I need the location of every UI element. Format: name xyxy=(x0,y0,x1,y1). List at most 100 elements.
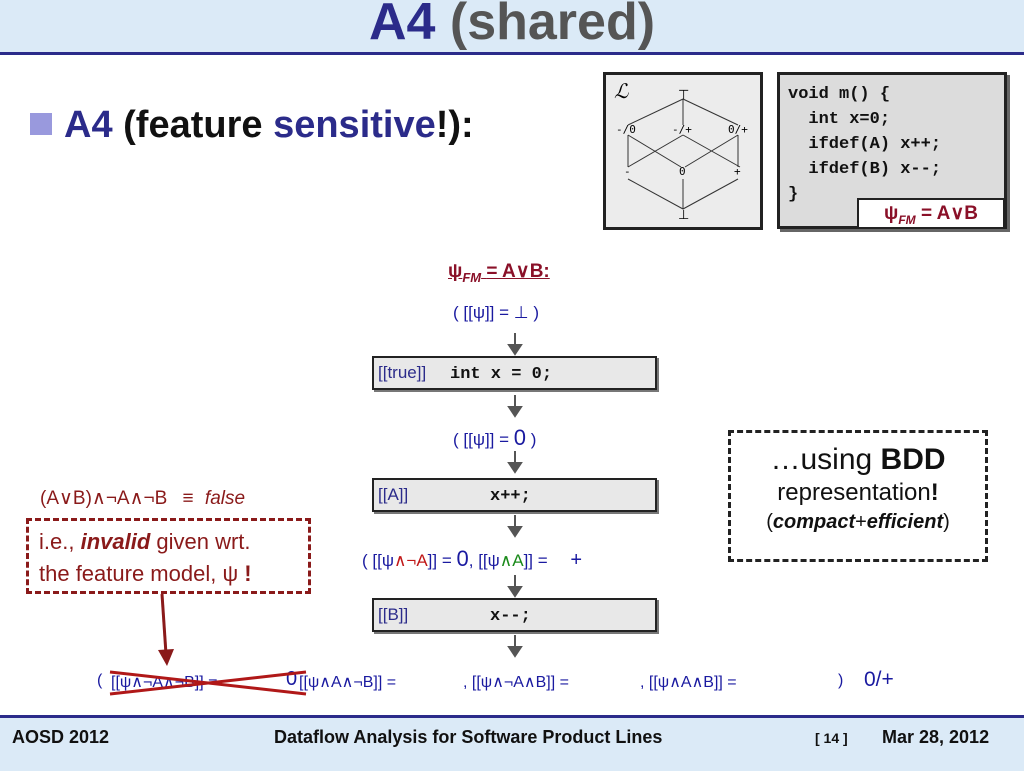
flow-arrows xyxy=(507,333,523,658)
psi-eq: = xyxy=(920,203,933,224)
strike-cross-icon xyxy=(109,670,307,696)
lattice-node-zero-plus: 0/+ xyxy=(728,123,748,136)
state-initial-open: ( [[ψ]] = xyxy=(453,303,514,322)
psi-value: A∨B xyxy=(936,203,978,224)
footer-conference: AOSD 2012 xyxy=(12,727,110,747)
footer-bar xyxy=(0,715,1024,771)
title-part2: (shared) xyxy=(449,0,656,51)
flow-header-sub: FM xyxy=(462,269,482,285)
invalid-bang: ! xyxy=(244,561,252,586)
node-x-plus: [[A]] x++; xyxy=(372,478,657,512)
state-final-close: ) xyxy=(838,672,844,689)
bdd-using: …using xyxy=(770,443,881,476)
node-x-minus-code: x--; xyxy=(490,607,531,626)
lattice-diagram: ℒ ⊤ -/0 -/+ 0/+ - 0 + ⊥ xyxy=(603,72,763,230)
code-line-1: void m() { xyxy=(788,85,891,104)
node-x-plus-label: [[A]] xyxy=(378,485,409,504)
state-after-a-cond2: ∧A xyxy=(499,551,524,570)
state-after-a: ( [[ψ∧¬A]] = 0, [[ψ∧A]] = + xyxy=(362,546,582,572)
bdd-bang: ! xyxy=(930,479,939,506)
node-int-x-label: [[true]] xyxy=(378,363,427,382)
lattice-node-minus-plus: -/+ xyxy=(672,123,692,136)
state-initial-value: ⊥ xyxy=(513,303,529,322)
state-after-a-cond1: ∧¬A xyxy=(393,551,428,570)
bdd-line-1: …using BDD xyxy=(731,443,985,477)
state-after-a-mid3: ]] = xyxy=(523,551,553,570)
node-int-x-code: int x = 0; xyxy=(450,365,553,384)
state-final-term4: , [[ψ∧A∧B]] = xyxy=(640,674,737,691)
bdd-note-box: …using BDD representation! (compact+effi… xyxy=(728,430,988,562)
bullet-close: !): xyxy=(435,104,474,146)
bullet-heading: A4 (feature sensitive!): xyxy=(64,104,474,147)
code-line-5: } xyxy=(788,185,799,204)
state-after-init-open: ( [[ψ]] = xyxy=(453,430,514,449)
invalid-arrow-icon xyxy=(158,594,174,666)
node-x-plus-code: x++; xyxy=(490,487,531,506)
invalid-line2-text: the feature model, ψ xyxy=(39,561,239,586)
feature-model-box: ψFM = A∨B xyxy=(857,198,1005,229)
state-after-a-mid1: ]] = xyxy=(427,551,457,570)
lattice-symbol: ℒ xyxy=(614,79,629,103)
state-final-term2: [[ψ∧A∧¬B]] = xyxy=(299,674,397,691)
bdd-representation: representation xyxy=(777,479,931,506)
bdd-efficient: efficient xyxy=(866,511,944,533)
lattice-node-minus: - xyxy=(624,165,631,178)
bullet-open: (feature xyxy=(123,104,263,146)
lattice-lines xyxy=(627,98,741,210)
lattice-top: ⊤ xyxy=(678,87,690,102)
bdd-line-3: (compact+efficient) xyxy=(731,511,985,534)
invalid-note-box: i.e., invalid given wrt. the feature mod… xyxy=(26,518,311,594)
invalid-rest: given wrt. xyxy=(150,529,251,554)
node-x-minus: [[B]] x--; xyxy=(372,598,657,632)
state-final-result: 0/+ xyxy=(864,668,894,691)
psi-symbol: ψ xyxy=(884,203,899,224)
bullet-square-icon xyxy=(30,113,52,135)
flow-header: ψFM = A∨B: xyxy=(448,260,550,285)
invalid-word: invalid xyxy=(80,529,151,554)
bullet-sensitive: sensitive xyxy=(273,104,436,146)
lattice-node-minus-zero: -/0 xyxy=(616,123,636,136)
state-final-value1: 0 xyxy=(286,668,298,690)
footer-title: Dataflow Analysis for Software Product L… xyxy=(274,727,663,747)
invalid-ie: i.e., xyxy=(39,529,81,554)
title-part1: A4 xyxy=(368,0,436,51)
state-after-a-mid2: , [[ψ xyxy=(468,551,500,570)
infeasible-false: false xyxy=(204,488,246,509)
state-initial: ( [[ψ]] = ⊥ ) xyxy=(453,303,539,323)
state-after-init-value: 0 xyxy=(513,425,527,450)
code-line-4: ifdef(B) x--; xyxy=(788,160,942,179)
state-after-init-close: ) xyxy=(526,430,537,449)
lattice-node-zero: 0 xyxy=(679,165,686,178)
bdd-plus: + xyxy=(855,511,867,533)
bullet-a4: A4 xyxy=(64,104,113,146)
state-after-init: ( [[ψ]] = 0 ) xyxy=(453,425,536,451)
bdd-paren-open: ( xyxy=(766,511,773,533)
lattice-node-plus: + xyxy=(734,165,741,178)
infeasible-formula-text: (A∨B)∧¬A∧¬B xyxy=(40,488,168,509)
node-int-x: [[true]] int x = 0; xyxy=(372,356,657,390)
state-after-a-value2: + xyxy=(570,549,583,571)
node-x-minus-label: [[B]] xyxy=(378,605,409,624)
lattice-bottom: ⊥ xyxy=(678,207,690,222)
title-bar xyxy=(0,0,1024,55)
bdd-word: BDD xyxy=(880,443,946,476)
state-initial-close: ) xyxy=(528,303,539,322)
infeasible-equiv: ≡ xyxy=(182,488,194,509)
psi-subscript: FM xyxy=(898,212,916,227)
bdd-line-2: representation! xyxy=(731,479,985,507)
invalid-line-2: the feature model, ψ ! xyxy=(39,561,252,587)
bdd-compact: compact xyxy=(772,511,856,533)
state-final-term3: , [[ψ∧¬A∧B]] = xyxy=(463,674,569,691)
state-final-term1: [[ψ∧¬A∧¬B]] = xyxy=(111,672,217,692)
state-after-a-open: ( [[ψ xyxy=(362,551,394,570)
invalid-line-1: i.e., invalid given wrt. xyxy=(39,529,251,555)
footer-date: Mar 28, 2012 xyxy=(882,727,990,747)
footer-page: [ 14 ] xyxy=(815,730,848,746)
state-after-a-value1: 0 xyxy=(456,546,469,571)
code-line-2: int x=0; xyxy=(788,110,891,129)
infeasible-formula: (A∨B)∧¬A∧¬B ≡ false xyxy=(40,487,245,510)
code-line-3: ifdef(A) x++; xyxy=(788,135,942,154)
state-final-open: ( xyxy=(97,672,103,689)
flow-header-rest: = A∨B: xyxy=(486,261,550,282)
state-final-term1-text: [[ψ∧¬A∧¬B]] = xyxy=(111,674,218,691)
